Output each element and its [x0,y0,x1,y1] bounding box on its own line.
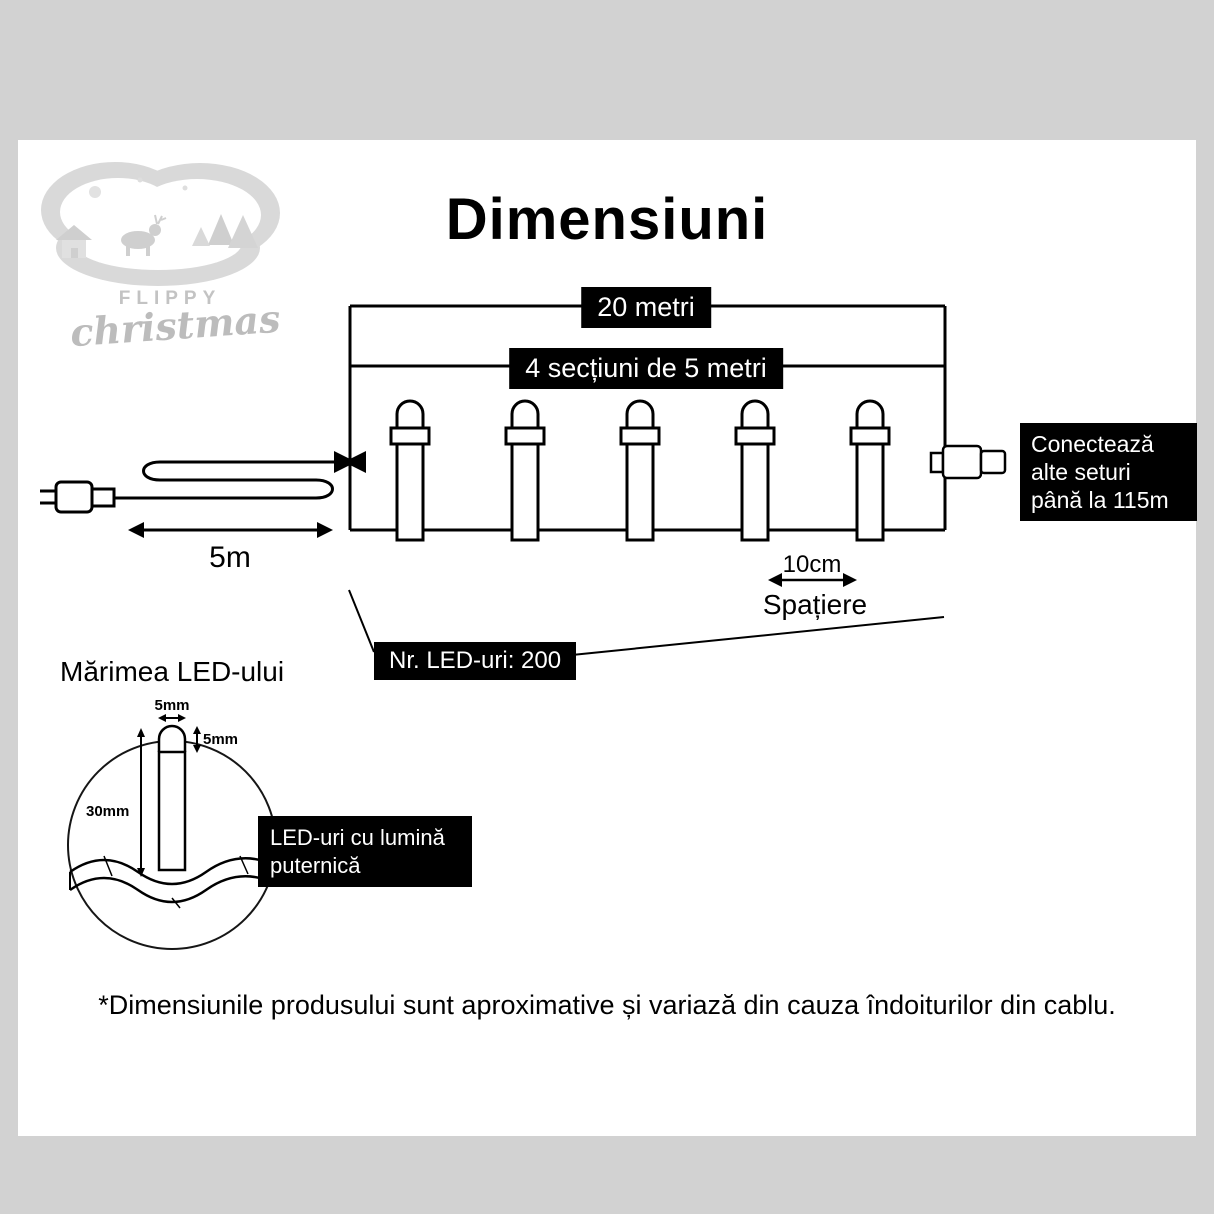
bulb-width-label: 5mm [154,697,190,714]
page-title: Dimensiuni [445,187,769,252]
logo-flippy-text: FLIPPY [118,288,222,309]
bulb-tip-label: 5mm [203,731,239,748]
led-callout-label: LED-uri cu lumină puternică [258,816,472,887]
spacing-value-label: 10cm [782,551,842,578]
led-count-label: Nr. LED-uri: 200 [374,642,577,680]
footnote: *Dimensiunile produsului sunt aproximati… [98,990,1116,1020]
led-size-heading: Mărimea LED-ului [60,656,285,687]
sections-label: 4 secțiuni de 5 metri [509,348,783,389]
spacing-label: Spațiere [762,589,868,620]
connect-note-label: Conectează alte seturi până la 115m [1020,423,1197,522]
lead-length-label: 5m [209,541,251,574]
total-length-label: 20 metri [581,287,711,328]
bulb-height-label: 30mm [86,803,130,820]
